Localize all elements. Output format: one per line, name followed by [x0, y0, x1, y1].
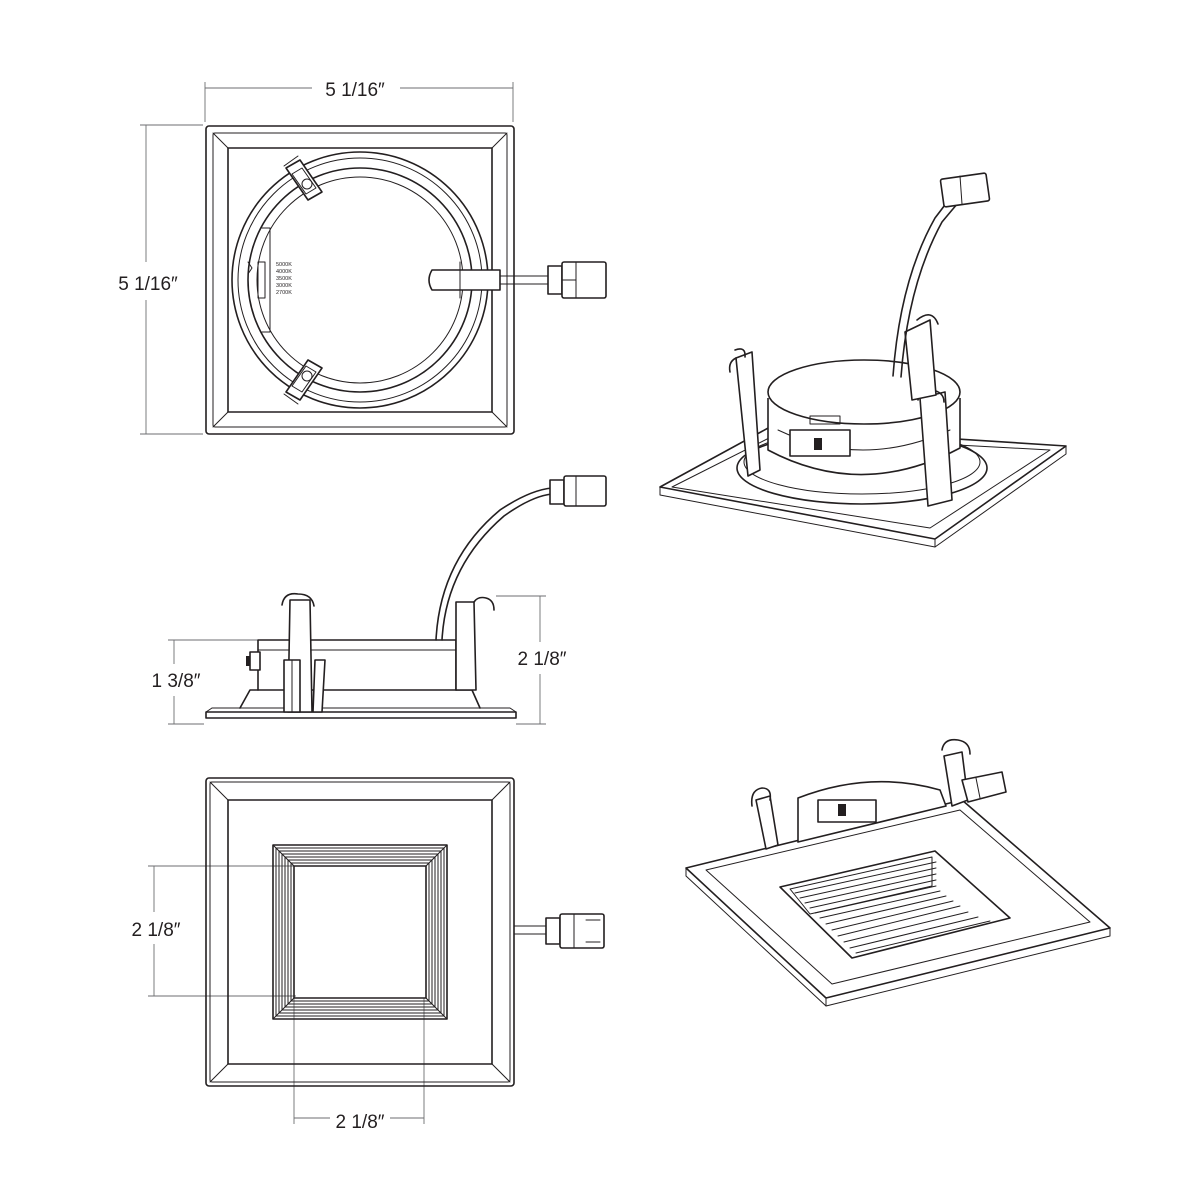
- perspective-back-view: [659, 172, 1067, 548]
- perspective-front-view: [685, 738, 1111, 1007]
- top-width-dimension: 5 1/16″: [204, 80, 514, 122]
- side-body-height-dimension: 1 3/8″: [152, 639, 258, 725]
- side-view: 1 3/8″ 2 1/8″: [152, 475, 607, 725]
- aperture-width-label: 2 1/8″: [336, 1112, 385, 1133]
- cct-option-0: 5000K: [276, 262, 292, 268]
- cct-option-1: 4000K: [276, 269, 292, 275]
- front-view: 2 1/8″ 2 1/8″: [132, 777, 605, 1133]
- wire-connector-front-view: [513, 913, 605, 949]
- top-height-dimension: 5 1/16″: [118, 124, 203, 435]
- wire-connector-top-view: [428, 261, 607, 299]
- cct-selector: 5000K 4000K 3500K 3000K 2700K: [247, 227, 292, 333]
- top-height-label: 5 1/16″: [118, 274, 178, 295]
- side-body-height-label: 1 3/8″: [152, 671, 201, 692]
- cct-option-3: 3000K: [276, 283, 292, 289]
- baffle-rings: [794, 861, 991, 954]
- aperture-height-dimension: 2 1/8″: [132, 865, 296, 997]
- side-total-height-label: 2 1/8″: [518, 649, 567, 670]
- spring-clip-top: [283, 155, 323, 201]
- spring-clip-bottom: [283, 359, 323, 405]
- top-view: 5 1/16″ 5 1/16″: [118, 80, 607, 435]
- aperture-height-label: 2 1/8″: [132, 920, 181, 941]
- top-width-label: 5 1/16″: [325, 80, 385, 101]
- side-total-height-dimension: 2 1/8″: [496, 595, 567, 725]
- cct-option-2: 3500K: [276, 276, 292, 282]
- cct-option-4: 2700K: [276, 290, 292, 296]
